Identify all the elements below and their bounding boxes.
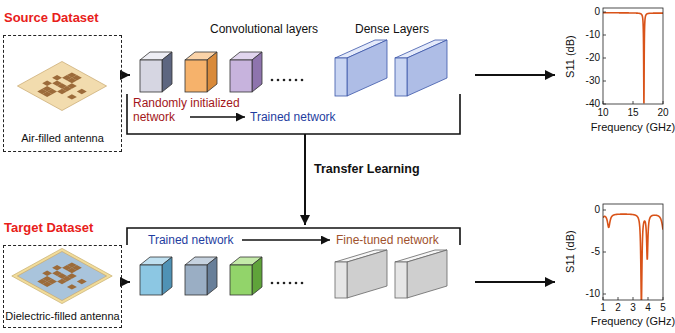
ellipsis-dot — [289, 282, 292, 285]
antenna-caption: Dielectric-filled antenna — [5, 310, 120, 323]
ellipsis-dot — [271, 282, 274, 285]
layer-block — [335, 40, 387, 96]
layer-block — [140, 257, 172, 295]
layer-block — [185, 257, 217, 295]
layer-block — [185, 52, 217, 92]
ellipsis-dot — [295, 282, 298, 285]
flow-arrow — [304, 134, 306, 225]
network-state: Trained network — [250, 110, 336, 124]
ellipsis-dot — [289, 79, 292, 82]
bracket — [127, 94, 460, 134]
axis-title: S11 (dB) — [564, 22, 577, 92]
dataset-box: Source DatasetAir-filled antenna — [3, 35, 122, 152]
ellipsis-dot — [283, 79, 286, 82]
network-state: Randomly initialized network — [133, 96, 245, 125]
tick-label: -10 — [574, 29, 600, 41]
network-state: Trained network — [148, 233, 234, 247]
tick-label: 3 — [621, 302, 645, 314]
dataset-title: Target Dataset — [4, 220, 93, 236]
antenna-picture — [12, 248, 112, 303]
edge-label: Transfer Learning — [312, 162, 422, 176]
antenna-caption: Air-filled antenna — [5, 132, 120, 145]
network-state: Fine-tuned network — [336, 233, 439, 247]
tick-label: -10 — [574, 288, 600, 300]
layer-block — [230, 257, 262, 295]
tick-label: -20 — [574, 52, 600, 64]
axis-title: S11 (dB) — [564, 217, 577, 287]
axis-title: Frequency (GHz) — [588, 121, 675, 134]
dataset-title: Source Dataset — [4, 10, 99, 26]
ellipsis-dot — [271, 79, 274, 82]
ellipsis-dot — [301, 79, 304, 82]
bracket-arrow — [190, 116, 245, 118]
bracket-arrow — [242, 239, 330, 241]
layer-label: Convolutional layers — [210, 22, 318, 36]
flow-arrow — [122, 281, 130, 283]
tick-label: 0 — [574, 204, 600, 216]
layer-block — [395, 250, 447, 298]
flow-arrow — [475, 74, 555, 76]
network-group: Trained network Fine-tuned network — [130, 225, 475, 322]
s11-plot — [603, 204, 663, 302]
ellipsis-dot — [277, 79, 280, 82]
s11-plot-frame: S11 (dB) Frequency (GHz) — [555, 198, 673, 332]
flow-arrow — [122, 74, 130, 76]
tick-label: -5 — [574, 246, 600, 258]
flow-arrow — [475, 281, 555, 283]
tick-label: -30 — [574, 75, 600, 87]
antenna-picture — [17, 61, 106, 110]
network-group: Convolutional layers Dense LayersRandomly… — [130, 10, 475, 134]
axis-title: Frequency (GHz) — [588, 315, 675, 328]
tick-label: 20 — [651, 107, 675, 119]
layer-block — [395, 40, 447, 96]
tick-label: -40 — [574, 98, 600, 110]
tick-label: 2 — [606, 302, 630, 314]
layer-block — [230, 52, 262, 92]
tick-label: 1 — [591, 302, 615, 314]
dataset-box: Target DatasetDielectric-filled antenna — [3, 245, 122, 328]
tick-label: 4 — [636, 302, 660, 314]
layer-block — [335, 250, 387, 298]
ellipsis-dot — [295, 79, 298, 82]
ellipsis-dot — [301, 282, 304, 285]
tick-label: 10 — [591, 107, 615, 119]
layer-block — [140, 52, 172, 92]
ellipsis-dot — [283, 282, 286, 285]
tick-label: 5 — [651, 302, 675, 314]
ellipsis-dot — [277, 282, 280, 285]
s11-plot — [603, 8, 663, 104]
tick-label: 0 — [574, 6, 600, 18]
layer-label: Dense Layers — [355, 22, 429, 36]
s11-plot-frame: S11 (dB) Frequency (GHz) — [555, 5, 673, 133]
tick-label: 15 — [621, 107, 645, 119]
